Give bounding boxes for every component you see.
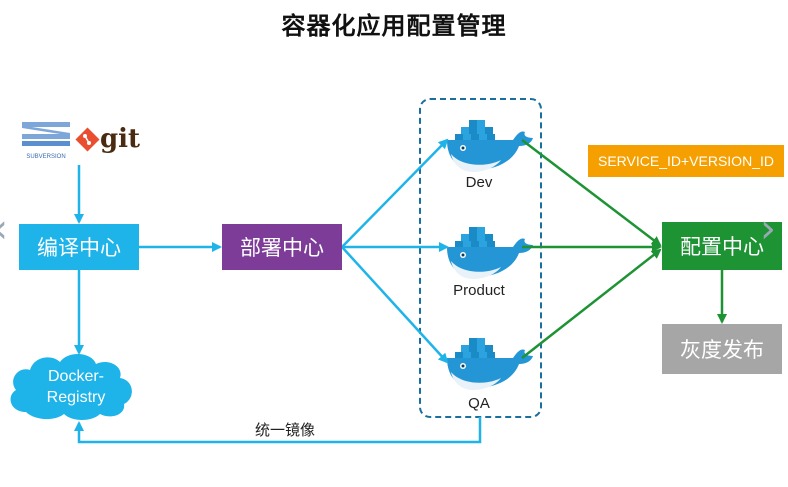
registry-cloud-icon (10, 353, 132, 420)
arrow-mirror-to-registry (74, 417, 482, 444)
svg-text:SUBVERSION: SUBVERSION (26, 154, 65, 160)
arrow-dev-to-config (521, 139, 662, 247)
registry-label: Docker- Registry (46, 368, 106, 406)
arrow-qa-to-config (521, 248, 662, 359)
unified-image-label: 统一镜像 (254, 421, 315, 439)
docker-product-icon (447, 227, 533, 279)
env-qa-label: QA (468, 395, 490, 412)
service-version-badge: SERVICE_ID+VERSION_ID (588, 145, 784, 177)
env-dev-label: Dev (465, 174, 493, 191)
arrow-deploy-to-qa (341, 246, 449, 364)
git-logo-text: git (100, 124, 141, 154)
subversion-logo: SUBVERSION (20, 120, 72, 160)
prev-slide-chevron-icon[interactable]: ‹ (0, 206, 8, 252)
next-slide-chevron-icon[interactable]: › (760, 206, 776, 252)
docker-qa-icon (447, 338, 533, 390)
docker-dev-icon (447, 120, 533, 172)
arrow-deploy-to-dev (341, 138, 449, 248)
deploy-center-node: 部署中心 (222, 224, 342, 270)
config-center-node: 配置中心 (662, 222, 782, 270)
page-title: 容器化应用配置管理 (281, 12, 507, 40)
compile-center-node: 编译中心 (19, 224, 139, 270)
gray-release-node: 灰度发布 (662, 324, 782, 374)
git-logo-icon (75, 127, 100, 152)
env-product-label: Product (453, 282, 505, 299)
